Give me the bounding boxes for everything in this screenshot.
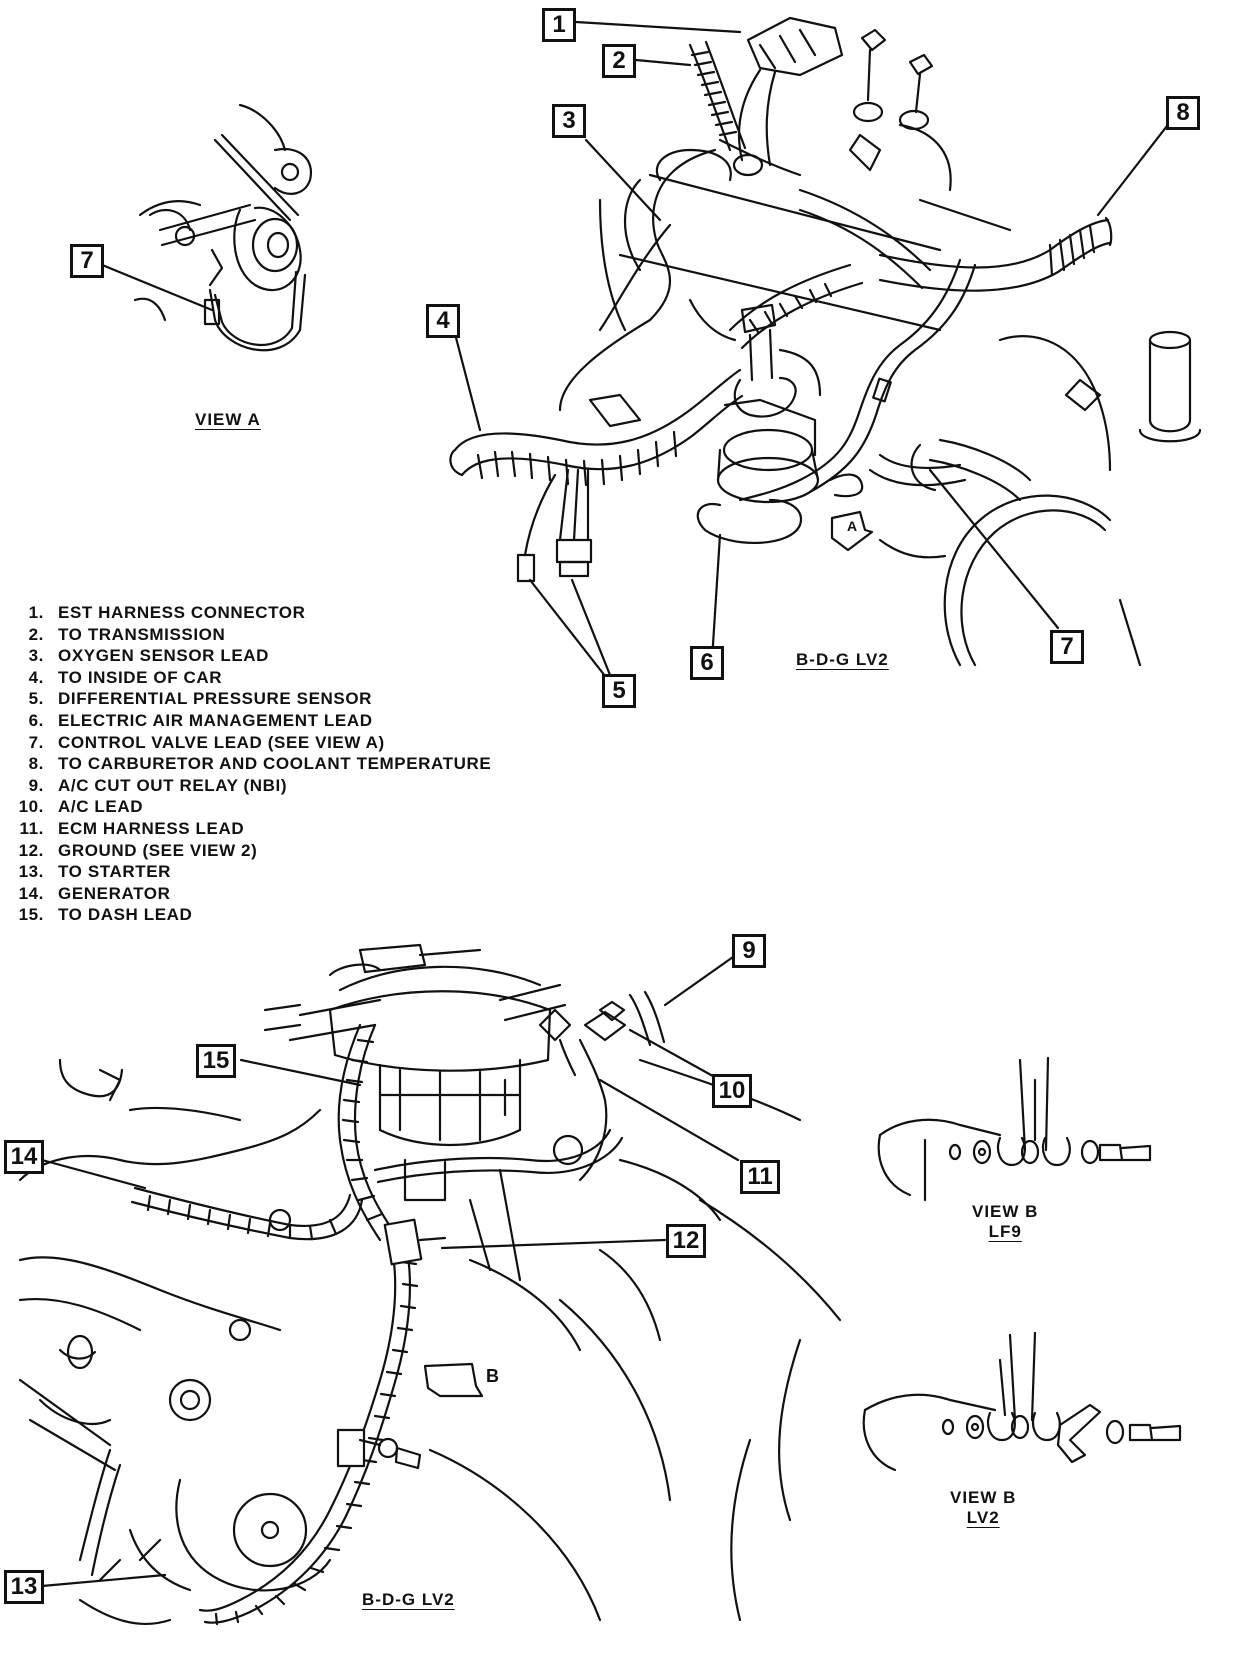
- legend-item: 15.TO DASH LEAD: [18, 905, 193, 925]
- top-engine-drawing: [449, 16, 1202, 667]
- arrow-a-marker: [830, 510, 874, 552]
- callout-1: 1: [542, 8, 576, 42]
- view-a-drawing: [133, 103, 313, 352]
- legend-item: 4.TO INSIDE OF CAR: [28, 667, 223, 687]
- legend-item: 10.A/C LEAD: [18, 797, 144, 817]
- arrow-a-letter: A: [847, 518, 858, 534]
- callout-7-main: 7: [1050, 630, 1084, 664]
- view-b-lv2-drawing: [862, 1331, 1182, 1472]
- view-b-lv2-line2: LV2: [966, 1508, 1000, 1527]
- callout-9: 9: [732, 934, 766, 968]
- legend-item: 6.ELECTRIC AIR MANAGEMENT LEAD: [28, 710, 373, 730]
- bottom-engine-drawing: [18, 943, 842, 1626]
- callout-15: 15: [196, 1044, 236, 1078]
- callout-13: 13: [4, 1570, 44, 1604]
- view-b-lf9-line1: VIEW B: [972, 1202, 1039, 1221]
- bottom-view-caption: B-D-G LV2: [362, 1590, 455, 1609]
- legend: 1.EST HARNESS CONNECTOR 2.TO TRANSMISSIO…: [18, 602, 491, 926]
- callout-10: 10: [712, 1074, 752, 1108]
- view-b-lv2-line1: VIEW B: [950, 1488, 1017, 1507]
- legend-item: 3.OXYGEN SENSOR LEAD: [28, 646, 270, 666]
- legend-item: 2.TO TRANSMISSION: [28, 624, 226, 644]
- callout-7-view-a: 7: [70, 244, 104, 278]
- leader-lines: [40, 20, 1186, 1588]
- callout-6: 6: [690, 646, 724, 680]
- legend-item: 7.CONTROL VALVE LEAD (SEE VIEW A): [28, 732, 385, 752]
- callout-5: 5: [602, 674, 636, 708]
- legend-item: 14.GENERATOR: [18, 883, 171, 903]
- callout-2: 2: [602, 44, 636, 78]
- view-b-lf9-drawing: [877, 1056, 1152, 1202]
- legend-item: 11.ECM HARNESS LEAD: [19, 818, 245, 838]
- callout-11: 11: [740, 1160, 780, 1194]
- view-b-lv2-caption: VIEW B LV2: [950, 1488, 1016, 1528]
- callout-4: 4: [426, 304, 460, 338]
- view-b-lf9-caption: VIEW B LF9: [972, 1202, 1038, 1242]
- legend-item: 12.GROUND (SEE VIEW 2): [18, 840, 258, 860]
- legend-item: 8.TO CARBURETOR AND COOLANT TEMPERATURE: [28, 754, 492, 774]
- legend-item: 9.A/C CUT OUT RELAY (NBI): [28, 775, 288, 795]
- legend-item: 13.TO STARTER: [18, 862, 172, 882]
- arrow-b-marker: [423, 1362, 484, 1398]
- view-a-caption: VIEW A: [195, 410, 261, 429]
- callout-8: 8: [1166, 96, 1200, 130]
- view-b-lf9-line2: LF9: [988, 1222, 1022, 1241]
- top-view-caption: B-D-G LV2: [796, 650, 889, 669]
- callout-3: 3: [552, 104, 586, 138]
- callout-14: 14: [4, 1140, 44, 1174]
- callout-12: 12: [666, 1224, 706, 1258]
- legend-item: 5.DIFFERENTIAL PRESSURE SENSOR: [28, 689, 373, 709]
- arrow-b-letter: B: [486, 1366, 499, 1386]
- legend-item: 1.EST HARNESS CONNECTOR: [28, 603, 306, 622]
